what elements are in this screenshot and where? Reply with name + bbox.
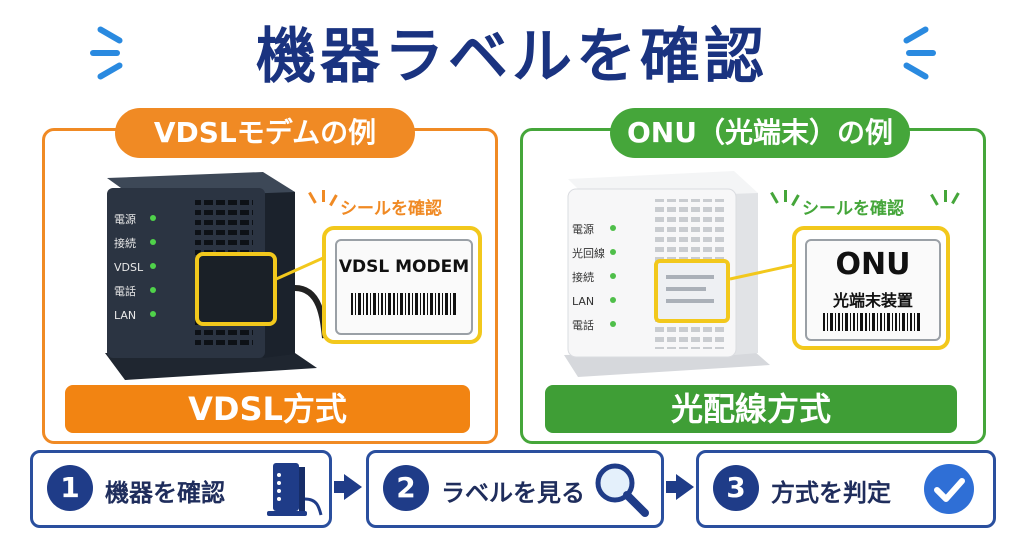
barcode-icon [823,313,920,331]
indicator-label: 接続 [114,237,136,250]
indicator-label: 電話 [572,319,594,332]
indicator-label: 光回線 [572,247,605,260]
indicator-label: 電源 [114,213,136,226]
step-label: 機器を確認 [105,479,225,507]
step-arrow-tail [666,481,676,493]
onu-sticker: ONU 光端末装置 [805,239,941,341]
vdsl-label-card: VDSL MODEM [322,226,482,344]
onu-label-card: ONU 光端末装置 [792,226,950,350]
indicator-label: LAN [114,309,137,322]
step-arrow-icon [344,474,362,500]
vdsl-tag: VDSLモデムの例 [115,108,415,158]
indicator-label: VDSL [114,261,144,274]
step-1: 1 機器を確認 [30,450,332,528]
vdsl-sticker: VDSL MODEM [335,239,473,335]
indicator-label: LAN [572,295,595,308]
step-arrow-icon [676,474,694,500]
onu-callout: シールを確認 [802,199,904,219]
burst-left-icon [88,20,148,81]
page-title: 機器ラベルを確認 [256,22,768,92]
vdsl-led-icons [150,215,156,317]
step-label: ラベルを見る [441,479,585,507]
onu-indicator-list: 電源 光回線 接続 LAN 電話 [572,218,622,338]
callout-burst-icon [770,190,800,207]
device-icon [267,463,323,516]
vdsl-indicator-list: 電源 接続 VDSL 電話 LAN [114,208,164,328]
step-label: 方式を判定 [771,479,891,507]
indicator-label: 電話 [114,285,136,298]
vdsl-label-text: VDSL MODEM [338,257,470,277]
step-number: 1 [47,465,93,511]
indicator-label: 電源 [572,223,594,236]
onu-tag: ONU（光端末）の例 [610,108,910,158]
indicator-label: 接続 [572,271,594,284]
step-arrow-tail [334,481,344,493]
magnifier-icon [595,463,649,517]
check-icon [924,464,974,514]
barcode-icon [351,293,456,315]
callout-burst-icon [930,190,960,206]
onu-leader-line [729,263,795,281]
vdsl-callout: シールを確認 [340,199,442,219]
vdsl-method-banner: VDSL方式 [65,385,470,433]
step-3: 3 方式を判定 [696,450,996,528]
callout-burst-icon [308,190,338,207]
onu-method-banner: 光配線方式 [545,385,957,433]
onu-label-subtext: 光端末装置 [832,291,913,310]
step-number: 3 [713,465,759,511]
onu-device-icon [564,171,770,377]
onu-label-text: ONU [835,247,911,282]
step-2: 2 ラベルを見る [366,450,664,528]
step-number: 2 [383,465,429,511]
burst-right-icon [880,20,940,81]
onu-led-icons [610,225,616,327]
